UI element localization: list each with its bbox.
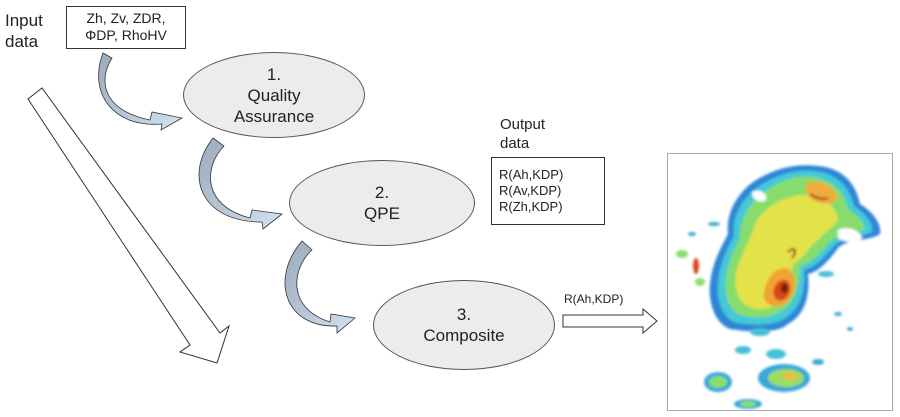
echo-cell [740, 401, 756, 407]
step-1-title-line2: Assurance [233, 106, 315, 126]
input-label-line2: data [5, 32, 39, 51]
echo-gap [752, 190, 767, 202]
echo-cell [693, 258, 699, 274]
echo-cell [818, 271, 834, 277]
input-data-label: Input data [5, 10, 43, 52]
echo-cell [750, 328, 770, 336]
step-1-title-line1: Quality [247, 85, 301, 105]
step-2-number: 2. [374, 183, 390, 202]
composite-output-arrow [562, 307, 658, 335]
curved-arrow-qpe-to-composite [284, 240, 356, 334]
echo-orange-north [805, 181, 838, 204]
echo-cell [688, 232, 696, 236]
echo-cell [834, 312, 842, 316]
curved-arrow-input-to-qa [98, 52, 184, 131]
output-label-line1: Output [500, 116, 546, 133]
input-label-line1: Input [5, 11, 43, 30]
output-products-box: R(Ah,KDP) R(Av,KDP) R(Zh,KDP) [491, 157, 605, 225]
step-quality-assurance: 1. Quality Assurance [183, 52, 365, 138]
step-1-number: 1. [266, 64, 282, 84]
echo-cell [695, 278, 705, 286]
process-flow-arrow [27, 87, 230, 364]
echo-cell [766, 349, 786, 359]
echo-cell [847, 327, 853, 331]
output-product: R(Zh,KDP) [499, 199, 563, 214]
radar-composite-image [667, 153, 893, 411]
output-label-line2: data [500, 135, 530, 152]
echo-cell [709, 376, 727, 388]
echo-cell [782, 372, 798, 380]
echo-gap [838, 228, 862, 242]
echo-cell [708, 222, 720, 226]
echo-cell [812, 359, 824, 365]
echo-darkred [781, 283, 789, 293]
echo-cell [735, 346, 751, 354]
step-qpe: 2. QPE [289, 160, 475, 246]
input-variables-line2: ΦDP, RhoHV [85, 27, 167, 43]
output-product: R(Av,KDP) [499, 183, 562, 198]
step-composite: 3. Composite [373, 280, 555, 370]
output-product: R(Ah,KDP) [499, 167, 564, 182]
echo-streak [787, 248, 796, 259]
curved-arrow-qa-to-qpe [198, 137, 283, 230]
echo-streak [809, 193, 829, 200]
input-variables-line1: Zh, Zv, ZDR, [86, 10, 166, 26]
rainfall-map [676, 165, 881, 409]
step-2-title: QPE [364, 204, 400, 223]
input-variables-box: Zh, Zv, ZDR, ΦDP, RhoHV [66, 6, 186, 49]
echo-cell [676, 250, 688, 258]
step-3-number: 3. [456, 305, 472, 324]
step-3-title: Composite [423, 326, 505, 345]
output-data-label: Output data [500, 115, 545, 153]
echo-yellow [735, 194, 838, 310]
composite-output-label: R(Ah,KDP) [564, 292, 624, 306]
